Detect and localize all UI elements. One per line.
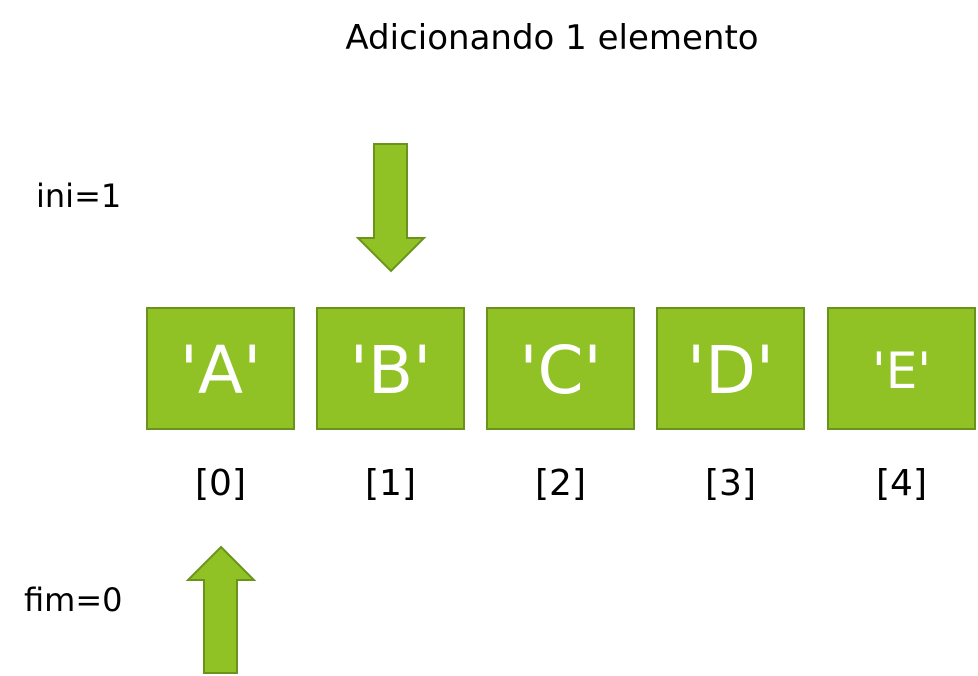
array-index-4: [4]: [876, 463, 927, 504]
array-cell-value: 'D': [686, 331, 775, 409]
array-cell-1: 'B': [316, 307, 465, 430]
array-cell-0: 'A': [146, 307, 295, 430]
fim-arrow-up-icon: [185, 545, 257, 674]
array-index-3: [3]: [705, 463, 756, 504]
array-index-1: [1]: [365, 463, 416, 504]
array-cell-value: 'E': [871, 341, 932, 400]
array-cell-2: 'C': [486, 307, 635, 430]
array-cell-value: 'B': [349, 331, 432, 409]
array-cell-3: 'D': [656, 307, 805, 430]
array-index-0: [0]: [195, 463, 246, 504]
ini-arrow-down-icon: [355, 143, 427, 273]
diagram-title: Adicionando 1 elemento: [345, 18, 759, 58]
ini-pointer-label: ini=1: [36, 177, 122, 215]
array-cell-4: 'E': [827, 307, 976, 430]
array-cell-value: 'A': [179, 331, 262, 409]
array-index-2: [2]: [535, 463, 586, 504]
fim-pointer-label: fim=0: [24, 581, 123, 619]
array-cell-value: 'C': [519, 331, 602, 409]
